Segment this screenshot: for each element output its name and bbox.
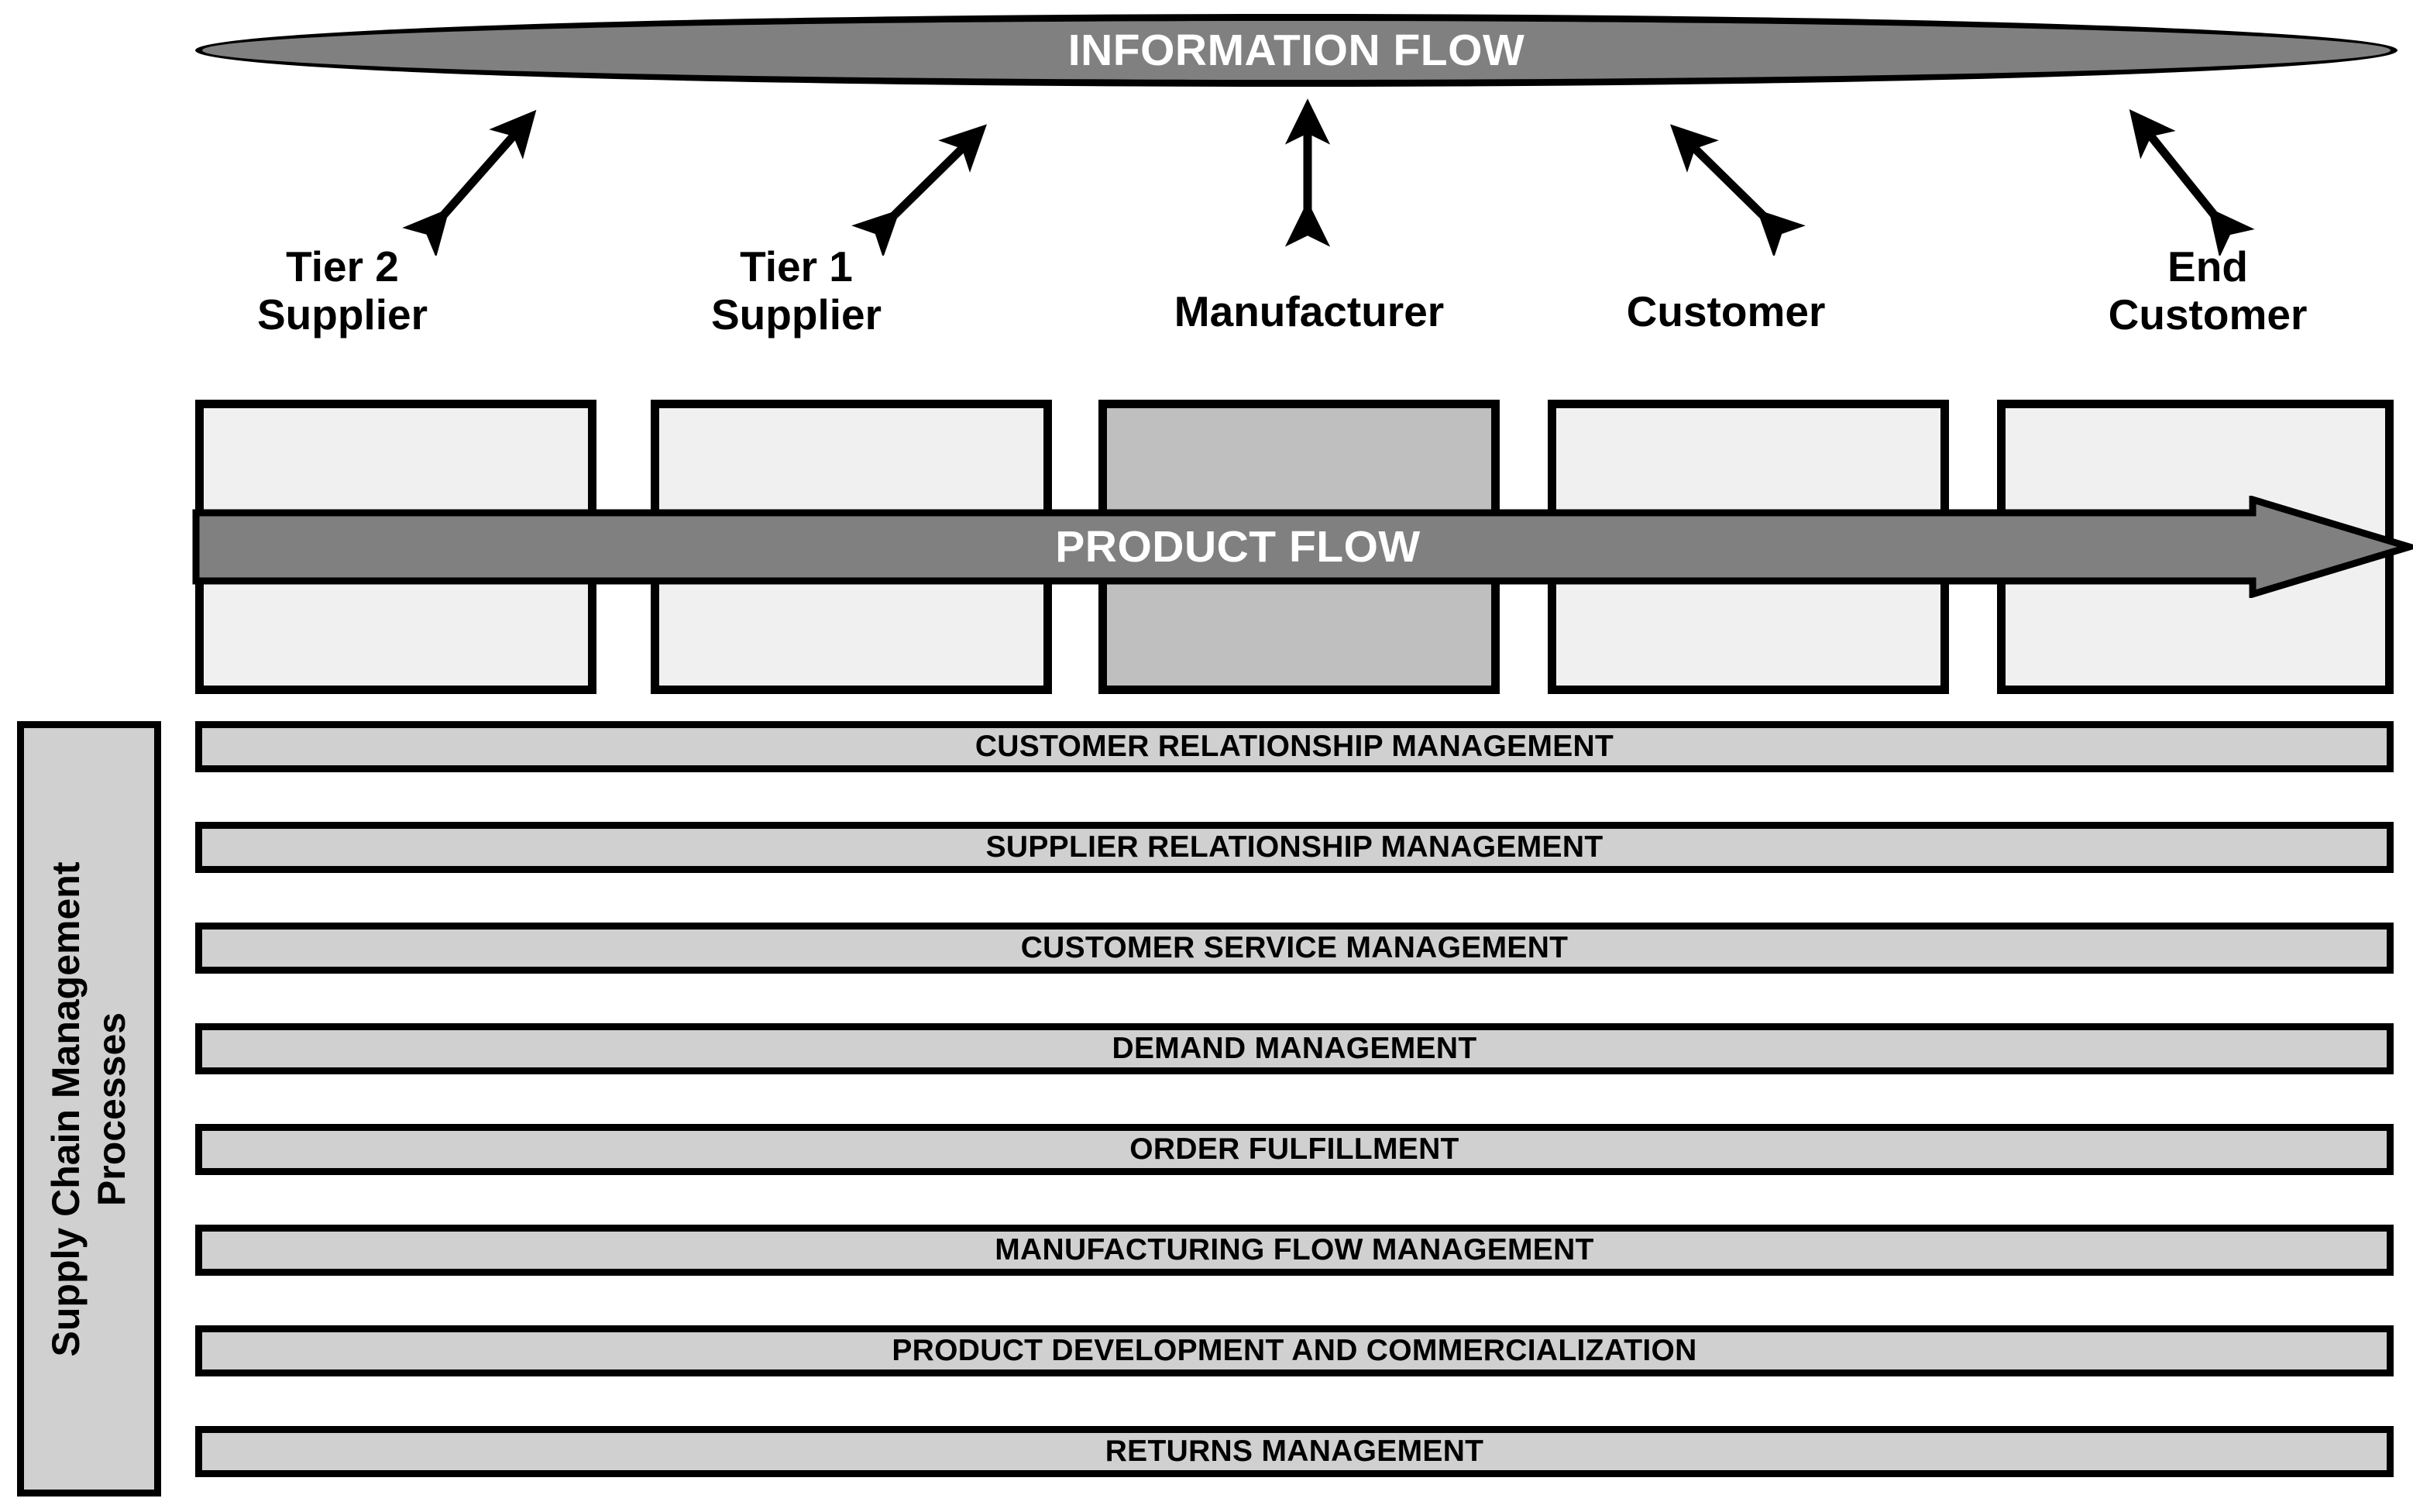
process-bar-label: PRODUCT DEVELOPMENT AND COMMERCIALIZATIO… xyxy=(892,1334,1697,1367)
process-bar: PRODUCT DEVELOPMENT AND COMMERCIALIZATIO… xyxy=(195,1325,2394,1376)
process-bar-label: CUSTOMER SERVICE MANAGEMENT xyxy=(1020,931,1569,964)
process-bar: CUSTOMER RELATIONSHIP MANAGEMENT xyxy=(195,721,2394,772)
arrow-tier2-supplier xyxy=(402,109,537,256)
information-flow-label: INFORMATION FLOW xyxy=(1067,26,1525,75)
actor-label-tier-1-supplier: Tier 1 Supplier xyxy=(710,242,882,338)
process-bar-label: DEMAND MANAGEMENT xyxy=(1112,1032,1477,1065)
scm-processes-side-label-text: Supply Chain Management Processes xyxy=(44,861,133,1356)
process-bar-label: CUSTOMER RELATIONSHIP MANAGEMENT xyxy=(974,730,1614,763)
product-flow-label: PRODUCT FLOW xyxy=(1055,522,1421,572)
product-flow-arrow xyxy=(192,496,2413,598)
information-flow-ellipse: INFORMATION FLOW xyxy=(195,14,2398,87)
arrow-customer xyxy=(1670,124,1806,256)
process-bar: SUPPLIER RELATIONSHIP MANAGEMENT xyxy=(195,822,2394,873)
scm-processes-side-label: Supply Chain Management Processes xyxy=(17,721,161,1497)
scm-process-bars: CUSTOMER RELATIONSHIP MANAGEMENT SUPPLIE… xyxy=(195,721,2394,1477)
arrow-end-customer xyxy=(2129,108,2255,256)
arrow-tier1-supplier xyxy=(851,124,987,256)
actor-label-tier-2-supplier: Tier 2 Supplier xyxy=(256,242,428,338)
process-bar: CUSTOMER SERVICE MANAGEMENT xyxy=(195,923,2394,974)
process-bar: DEMAND MANAGEMENT xyxy=(195,1023,2394,1074)
actor-label-customer: Customer xyxy=(1626,287,1826,335)
process-bar: RETURNS MANAGEMENT xyxy=(195,1426,2394,1477)
process-bar-label: ORDER FULFILLMENT xyxy=(1129,1132,1459,1166)
actor-label-end-customer: End Customer xyxy=(2108,242,2308,338)
process-bar-label: SUPPLIER RELATIONSHIP MANAGEMENT xyxy=(985,830,1604,864)
process-bar-label: MANUFACTURING FLOW MANAGEMENT xyxy=(995,1233,1594,1266)
actor-label-manufacturer: Manufacturer xyxy=(1174,287,1445,335)
process-bar: MANUFACTURING FLOW MANAGEMENT xyxy=(195,1225,2394,1276)
process-bar: ORDER FULFILLMENT xyxy=(195,1124,2394,1175)
process-bar-label: RETURNS MANAGEMENT xyxy=(1105,1435,1484,1468)
